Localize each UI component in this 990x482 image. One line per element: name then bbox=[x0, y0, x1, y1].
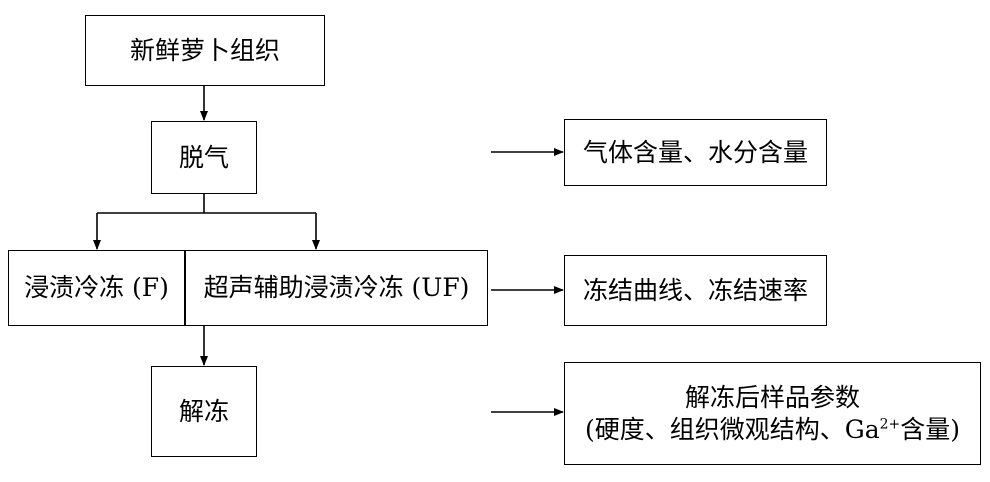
thawed-detail-prefix: (硬度、组织微观结构、Ga bbox=[584, 414, 880, 444]
thawed-detail-suffix: 含量) bbox=[900, 414, 961, 444]
thawed-sample-params-title: 解冻后样品参数 bbox=[684, 383, 860, 413]
ultrasound-freezing-box: 超声辅助浸渍冷冻 (UF) bbox=[185, 250, 488, 326]
degassing-label: 脱气 bbox=[178, 142, 229, 172]
freezing-curve-label: 冻结曲线、冻结速率 bbox=[582, 275, 808, 305]
fresh-radish-tissue-label: 新鲜萝卜组织 bbox=[129, 35, 280, 65]
ultrasound-freezing-label: 超声辅助浸渍冷冻 (UF) bbox=[203, 273, 470, 303]
thawing-box: 解冻 bbox=[151, 366, 257, 457]
thawing-label: 解冻 bbox=[178, 396, 229, 426]
gas-water-content-box: 气体含量、水分含量 bbox=[564, 119, 827, 186]
immersion-freezing-label: 浸渍冷冻 (F) bbox=[24, 273, 169, 303]
immersion-freezing-box: 浸渍冷冻 (F) bbox=[8, 250, 185, 326]
thawed-sample-params-box: 解冻后样品参数 (硬度、组织微观结构、Ga2+含量) bbox=[564, 362, 981, 465]
fresh-radish-tissue-box: 新鲜萝卜组织 bbox=[85, 15, 325, 86]
gas-water-content-label: 气体含量、水分含量 bbox=[582, 137, 808, 167]
freezing-curve-box: 冻结曲线、冻结速率 bbox=[564, 255, 827, 326]
thawed-sample-params-detail: (硬度、组织微观结构、Ga2+含量) bbox=[585, 414, 960, 445]
ga-charge-superscript: 2+ bbox=[879, 416, 901, 433]
degassing-box: 脱气 bbox=[151, 121, 257, 194]
